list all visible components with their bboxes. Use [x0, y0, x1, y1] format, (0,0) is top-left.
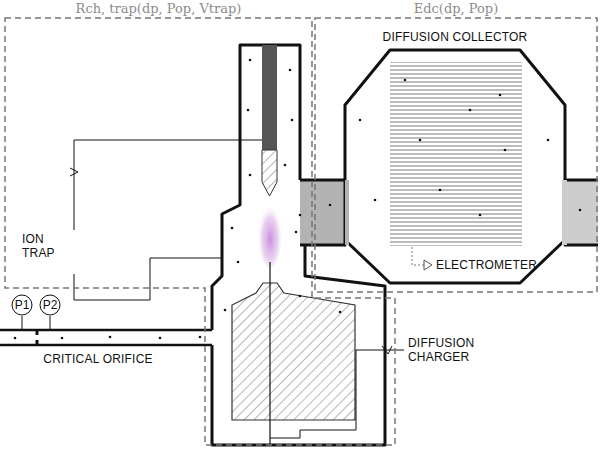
part-label: DIFFUSION CHARGER: [408, 336, 498, 364]
trap-electrode: [262, 45, 277, 150]
column-housing: [212, 45, 385, 445]
part-label: DIFFUSION COLLECTOR: [383, 30, 528, 44]
particle: [237, 261, 240, 264]
particle: [579, 209, 582, 212]
particle: [159, 337, 162, 340]
particle: [339, 311, 342, 314]
gauge-label: P1: [15, 298, 30, 312]
part-label: ELECTROMETER: [436, 258, 556, 272]
particle: [295, 231, 298, 234]
region-heading: Edc(dp, Pop): [414, 2, 499, 16]
collector-body: [345, 50, 565, 283]
region-outline: [315, 18, 597, 292]
gauge-circle: P2: [39, 294, 61, 316]
particle: [504, 149, 507, 152]
particle: [231, 227, 234, 230]
particle: [247, 109, 250, 112]
particle: [419, 139, 422, 142]
particle: [499, 94, 502, 97]
particle: [249, 59, 252, 62]
particle: [547, 139, 550, 142]
particle: [299, 295, 302, 298]
particles: [14, 59, 582, 340]
gauge-circle: P1: [11, 294, 33, 316]
part-label: CRITICAL ORIFICE: [43, 352, 152, 366]
outlet-tube: [565, 180, 598, 245]
particle: [329, 204, 332, 207]
corona-needle: [269, 262, 270, 445]
region-outline: [5, 18, 395, 445]
particle: [14, 337, 17, 340]
particle: [359, 119, 362, 122]
particle: [479, 214, 482, 217]
gauge-label: P2: [43, 298, 58, 312]
region-box: Edc(dp, Pop): [315, 18, 597, 292]
particle: [224, 309, 227, 312]
particle: [374, 199, 377, 202]
part-label: ION TRAP: [22, 232, 70, 260]
particle: [61, 337, 64, 340]
particle: [469, 109, 472, 112]
collector-plates: [390, 62, 522, 246]
particle: [299, 214, 302, 217]
particle: [249, 174, 252, 177]
particle: [404, 79, 407, 82]
corona-glow: [257, 196, 283, 268]
particle: [439, 189, 442, 192]
inlet-tube: [300, 180, 345, 245]
particle: [289, 69, 292, 72]
region-box: Rch, trap(dp, Pop, Vtrap): [5, 18, 395, 445]
particle: [199, 336, 202, 339]
particle: [109, 336, 112, 339]
charger-plug: [232, 283, 355, 420]
region-heading: Rch, trap(dp, Pop, Vtrap): [76, 2, 242, 16]
particle: [291, 119, 294, 122]
particle: [284, 164, 287, 167]
